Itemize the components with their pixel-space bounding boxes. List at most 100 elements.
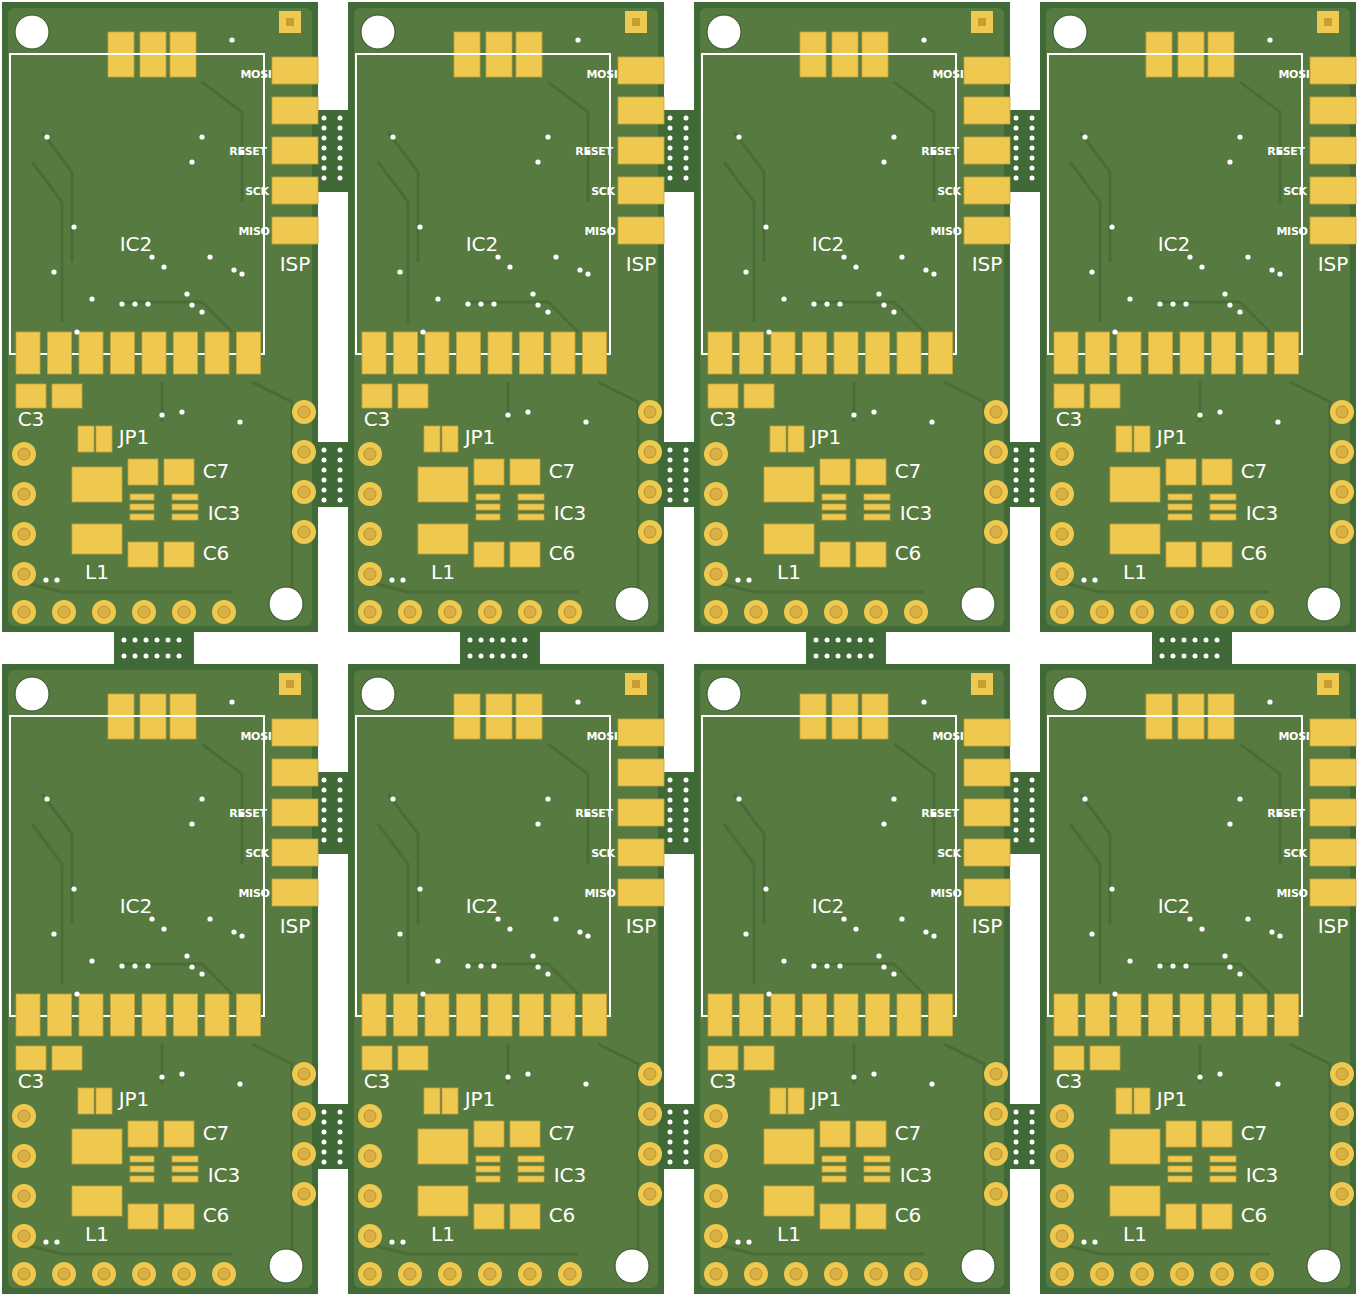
smd-pad — [1210, 494, 1236, 500]
smd-pad — [79, 994, 103, 1036]
smd-pad — [474, 1121, 504, 1147]
via — [1267, 37, 1272, 42]
drill-hole — [830, 1268, 842, 1280]
via — [179, 409, 184, 414]
break-tab — [662, 1104, 696, 1169]
through-hole-pad — [92, 600, 116, 624]
via — [891, 134, 896, 139]
drill-hole — [1336, 1108, 1348, 1120]
silkscreen-label: ISP — [1318, 254, 1349, 274]
smd-pad — [272, 177, 318, 204]
copper-trace — [724, 162, 754, 322]
smd-pad — [820, 1121, 850, 1147]
via — [853, 926, 858, 931]
drill-hole — [364, 1110, 376, 1122]
mouse-bite — [1030, 778, 1035, 783]
through-hole-pad — [358, 1144, 382, 1168]
via — [229, 37, 234, 42]
via — [389, 1239, 394, 1244]
smd-pad — [1310, 799, 1356, 826]
smd-pad — [237, 332, 261, 374]
mouse-bite — [684, 478, 689, 483]
board-outline — [348, 664, 664, 1294]
mouse-bite — [1215, 638, 1220, 643]
silkscreen-label: IC2 — [120, 896, 153, 916]
mouse-bite — [338, 1140, 343, 1145]
mounting-hole — [1053, 677, 1087, 711]
smd-pad — [418, 524, 468, 554]
smd-pad — [822, 504, 846, 510]
drill-hole — [1056, 606, 1068, 618]
drill-hole — [364, 1230, 376, 1242]
via — [781, 296, 786, 301]
silkscreen-label: MOSI — [1278, 69, 1309, 80]
via — [1227, 159, 1232, 164]
through-hole-pad — [1250, 600, 1274, 624]
via — [397, 931, 402, 936]
smd-pad — [1166, 1121, 1196, 1147]
via — [811, 963, 816, 968]
mouse-bite — [1204, 654, 1209, 659]
mouse-bite — [322, 828, 327, 833]
drill-hole — [710, 606, 722, 618]
via — [1089, 931, 1094, 936]
drill-hole — [830, 606, 842, 618]
smd-pad — [394, 332, 418, 374]
silkscreen-label: ISP — [972, 916, 1003, 936]
smd-pad — [618, 177, 664, 204]
test-pad-hole — [632, 680, 640, 688]
through-hole-pad — [1050, 482, 1074, 506]
silkscreen-label: IC2 — [812, 234, 845, 254]
drill-hole — [644, 446, 656, 458]
via — [199, 971, 204, 976]
mouse-bite — [338, 1130, 343, 1135]
smd-pad — [128, 459, 158, 485]
through-hole-pad — [292, 520, 316, 544]
mouse-bite — [322, 1110, 327, 1115]
board-outline — [1040, 664, 1356, 1294]
via — [507, 264, 512, 269]
via — [189, 821, 194, 826]
drill-hole — [58, 1268, 70, 1280]
pcb-board — [694, 2, 1010, 632]
smd-pad — [111, 994, 135, 1036]
smd-pad — [834, 994, 858, 1036]
mouse-bite — [814, 638, 819, 643]
smd-pad — [488, 332, 512, 374]
mouse-bite — [322, 808, 327, 813]
mouse-bite — [668, 468, 673, 473]
drill-hole — [990, 1068, 1002, 1080]
silkscreen-label: C6 — [1241, 1205, 1268, 1225]
via — [149, 916, 154, 921]
mouse-bite — [684, 1160, 689, 1165]
through-hole-pad — [1090, 1262, 1114, 1286]
smd-pad — [1054, 384, 1084, 408]
via — [420, 991, 425, 996]
mouse-bite — [668, 1130, 673, 1135]
through-hole-pad — [12, 1144, 36, 1168]
via — [1245, 254, 1250, 259]
smd-pad — [72, 467, 122, 502]
silkscreen-label: L1 — [85, 1224, 109, 1244]
via — [1092, 1239, 1097, 1244]
test-pad — [625, 11, 647, 33]
mouse-bite — [322, 116, 327, 121]
smd-pad — [964, 57, 1010, 84]
mounting-hole — [961, 1249, 995, 1283]
smd-pad — [1310, 217, 1356, 244]
silkscreen-label: C6 — [549, 1205, 576, 1225]
drill-hole — [138, 606, 150, 618]
via — [1199, 264, 1204, 269]
drill-hole — [644, 1188, 656, 1200]
mouse-bite — [1215, 654, 1220, 659]
smd-pad — [510, 542, 540, 567]
smd-pad — [518, 504, 544, 510]
smd-pad — [48, 994, 72, 1036]
drill-hole — [364, 1150, 376, 1162]
test-pad — [279, 11, 301, 33]
mouse-bite — [338, 838, 343, 843]
through-hole-pad — [1330, 1062, 1354, 1086]
through-hole-pad — [904, 600, 928, 624]
smd-pad — [520, 332, 544, 374]
smd-pad — [803, 994, 827, 1036]
